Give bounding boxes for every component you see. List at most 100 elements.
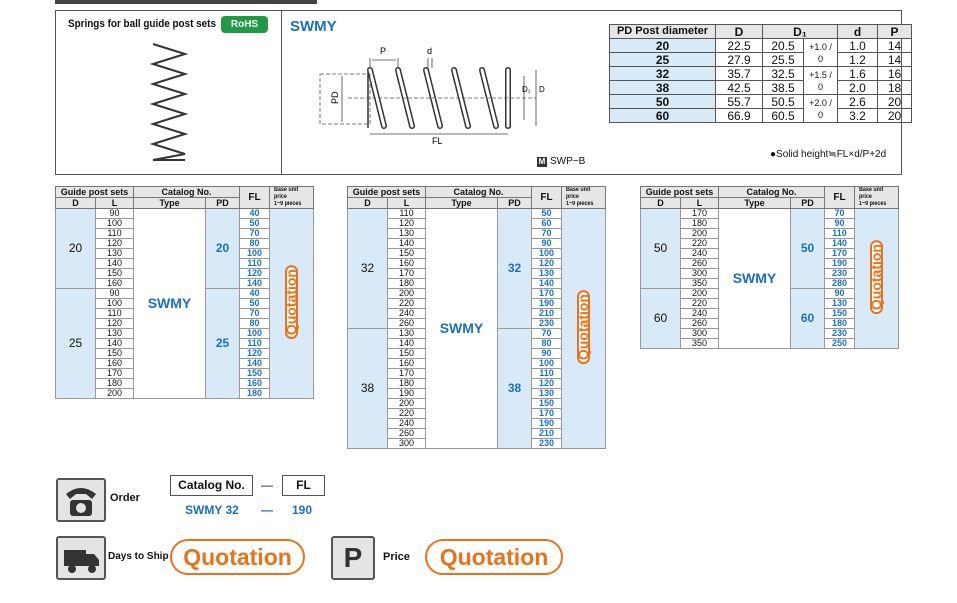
fl-cell: 230 [531,438,562,449]
spec-cell: 27.9 [715,52,763,67]
fl-cell: 130 [824,298,855,309]
fl-cell: 190 [531,418,562,429]
days-to-ship-label: Days to Ship [108,551,169,562]
product-title: Springs for ball guide post sets [68,18,216,30]
fl-dim-label: FL [432,136,443,146]
fl-cell: 100 [239,248,270,259]
group-head: Guide post sets [640,186,719,198]
l-head: L [387,197,426,209]
solid-height-note: ●Solid height≒FL×d/P+2d [770,149,887,160]
fl-cell: 70 [531,328,562,339]
spec-cell: 35.7 [715,66,763,81]
days-quotation: Quotation [170,539,305,575]
header-divider [281,10,282,175]
price-tag-icon: P [331,536,375,580]
length-cell: 130 [95,328,134,339]
fl-cell: 120 [239,348,270,359]
spec-cell: 32.5 [762,66,804,81]
fl-cell: 40 [239,288,270,299]
length-cell: 200 [387,398,426,409]
spec-cell: 66.9 [715,108,763,123]
length-cell: 300 [387,438,426,449]
group-head: Guide post sets [347,186,426,198]
length-cell: 300 [680,268,719,279]
length-cell: 190 [387,388,426,399]
fl-cell: 100 [531,358,562,369]
fl-cell: 150 [239,368,270,379]
fl-cell: 110 [239,258,270,269]
post-diameter: 32 [347,208,388,329]
length-cell: 130 [387,328,426,339]
pd-cell: 25 [205,288,240,399]
length-cell: 140 [387,238,426,249]
example-fl: 190 [292,503,313,517]
post-diameter: 38 [347,328,388,449]
spec-head-pd: PD Post diameter [609,24,716,39]
length-cell: 110 [95,308,134,319]
length-cell: 180 [680,218,719,229]
length-cell: 260 [387,318,426,329]
product-code: SWMY [290,18,337,35]
fl-cell: 100 [531,248,562,259]
spec-cell: +1.5 / 0 [803,66,838,95]
spec-cell: 20 [877,108,912,123]
spring-dimension-diagram: P d PD D₁ D FL [319,46,545,146]
pd-cell: 38 [497,328,532,449]
pd-cell: 32 [497,208,532,329]
type-head: Type [718,197,791,209]
length-cell: 90 [95,288,134,299]
fl-cell: 140 [239,358,270,369]
fl-cell: 140 [531,278,562,289]
fl-cell: 80 [531,338,562,349]
fl-cell: 140 [824,238,855,249]
fl-head: FL [824,186,855,209]
spring-side-icon [149,43,189,161]
fl-cell: 120 [531,378,562,389]
fl-cell: 170 [824,248,855,259]
pd-head: PD [497,197,532,209]
length-cell: 120 [95,238,134,249]
length-cell: 200 [680,288,719,299]
length-cell: 140 [95,258,134,269]
d-head: D [347,197,388,209]
l-head: L [680,197,719,209]
length-cell: 110 [95,228,134,239]
catalog-head: Catalog No. [133,186,240,198]
fl-head: FL [239,186,270,209]
length-cell: 100 [95,298,134,309]
length-cell: 200 [680,228,719,239]
fl-cell: 70 [239,228,270,239]
length-cell: 110 [387,208,426,219]
spec-cell: 14 [877,52,912,67]
l-head: L [95,197,134,209]
spec-cell: 1.0 [837,38,878,53]
length-cell: 350 [680,338,719,349]
fl-cell: 50 [239,298,270,309]
length-cell: 180 [387,278,426,289]
length-cell: 120 [387,218,426,229]
fl-cell: 230 [824,328,855,339]
spec-cell: 22.5 [715,38,763,53]
type-head: Type [425,197,498,209]
quotation-cell: Quotation [561,208,606,449]
spec-cell: 20 [609,38,716,53]
spec-cell: 2.0 [837,80,878,95]
d1-label: D₁ [522,85,531,94]
fl-cell: 150 [531,398,562,409]
fl-cell: 90 [531,238,562,249]
length-cell: 200 [95,388,134,399]
spec-cell: +1.0 / 0 [803,38,838,67]
d-head: D [640,197,681,209]
fl-box: FL [282,475,325,496]
length-cell: 260 [387,428,426,439]
